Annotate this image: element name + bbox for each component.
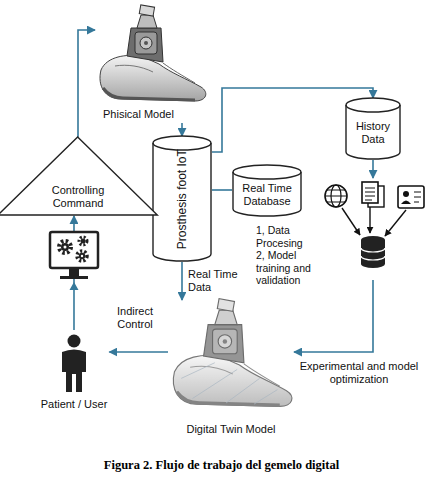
- edge-label: Indirect Control: [106, 305, 164, 331]
- history-cylinder: History Data: [345, 98, 401, 160]
- model-label: Digital Twin Model: [186, 423, 275, 436]
- cylinder-rim: [153, 143, 211, 150]
- figure-caption: Figura 2. Flujo de trabajo del gemelo di…: [0, 458, 443, 473]
- flow-connector: [109, 351, 168, 353]
- model-label: Phisical Model: [103, 108, 174, 121]
- command-triangle: Controlling Command: [0, 136, 159, 216]
- process-steps: 1, Data Procesing 2, Model training and …: [256, 224, 312, 287]
- flow-connector: [294, 280, 373, 352]
- patient-user: Patient / User: [39, 330, 110, 412]
- flow-connector: [78, 30, 95, 137]
- shape-outline: [233, 165, 301, 216]
- database-cylinder: Real Time Database: [232, 165, 302, 217]
- physical-foot-illustration: [100, 5, 206, 101]
- flow-connector: [181, 262, 183, 300]
- shape-outline: [346, 98, 400, 159]
- cylinder-label: History Data: [349, 120, 397, 146]
- edge-label: Real Time Data: [186, 268, 242, 294]
- flow-connector: [212, 189, 232, 191]
- data-processing-icons: 1, Data Procesing 2, Model training and …: [318, 178, 428, 280]
- iot-cylinder: Prosthesis foot IoT: [152, 136, 212, 262]
- flow-connector: [372, 160, 374, 178]
- flow-connector: [181, 123, 183, 136]
- shape-outline: [153, 136, 211, 261]
- cylinder-rim: [346, 105, 400, 112]
- data-sources-icons: [325, 182, 424, 268]
- cylinder-rim: [233, 172, 301, 179]
- cylinder-label: Real Time Database: [236, 182, 298, 208]
- user-label: Patient / User: [41, 398, 108, 411]
- digital-twin-model: Digital Twin Model: [168, 300, 294, 438]
- shape-outline: [0, 137, 158, 215]
- edge-label: Experimental and model optimization: [296, 360, 422, 386]
- monitor-gears-icon: [50, 232, 98, 290]
- triangle-label: Controlling Command: [35, 184, 121, 210]
- patient-figure: [62, 335, 86, 393]
- digital-twin-illustration: [173, 299, 292, 407]
- cylinder-label: Prosthesis foot IoT: [175, 149, 189, 249]
- physical-model: Phisical Model: [95, 5, 209, 123]
